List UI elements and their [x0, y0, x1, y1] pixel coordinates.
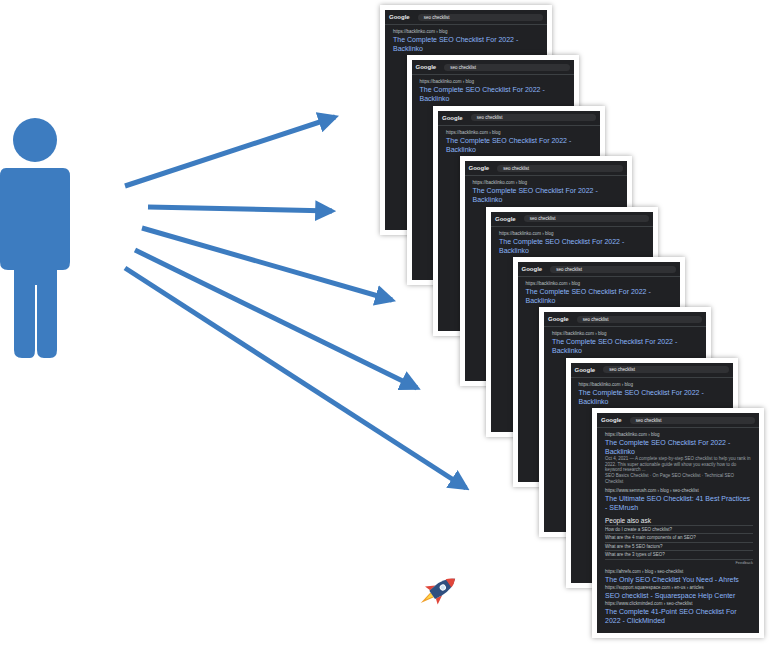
result-title: The Complete SEO Checklist For 2022 - Ba… [446, 136, 594, 154]
search-header: Google seo checklist [412, 60, 574, 75]
result-title: The Complete SEO Checklist For 2022 - Ba… [420, 85, 568, 103]
result-url: https://backlinko.com › blog [473, 180, 621, 186]
sitelinks: SEO Basics Checklist · On Page SEO Check… [605, 473, 753, 485]
search-header: Google seo checklist [438, 111, 600, 126]
result-title: The Complete SEO Checklist For 2022 - Ba… [499, 237, 647, 255]
results-body: https://backlinko.com › blogThe Complete… [412, 75, 574, 105]
result-snippet: Oct 4, 2021 — A complete step-by-step SE… [605, 456, 753, 473]
result-title: The Complete SEO Checklist For 2022 - Ba… [526, 287, 674, 305]
result-url: https://backlinko.com › blog [446, 130, 594, 136]
results-body: https://backlinko.com › blogThe Complete… [491, 227, 653, 257]
search-header: Google seo checklist [465, 161, 627, 176]
search-logo: Google [469, 165, 490, 171]
result-url: https://backlinko.com › blog [393, 29, 541, 35]
search-logo: Google [601, 417, 622, 423]
result-title: SEO checklist - Squarespace Help Center [605, 591, 753, 600]
section-heading: People also ask [605, 516, 753, 525]
search-header: Google seo checklist [491, 212, 653, 227]
result-title: The Complete SEO Checklist For 2022 - Ba… [579, 388, 727, 406]
result-url: https://backlinko.com › blog [420, 79, 568, 85]
question-row: How do I create a SEO checklist? [605, 525, 753, 534]
result-title: The Ultimate SEO Checklist: 41 Best Prac… [605, 494, 753, 512]
search-result-screenshot: Google seo checklist https://backlinko.com… [592, 408, 764, 638]
person-icon [0, 118, 70, 358]
result-url: https://www.clickminded.com › seo-checkl… [605, 601, 753, 607]
results-body: https://backlinko.com › blogThe Complete… [571, 378, 733, 408]
result-title: The Complete SEO Checklist For 2022 - Ba… [552, 337, 700, 355]
search-query: seo checklist [603, 366, 728, 373]
search-logo: Google [416, 64, 437, 70]
result-url: https://backlinko.com › blog [499, 231, 647, 237]
rocket-icon [414, 570, 461, 612]
search-query: seo checklist [418, 14, 543, 21]
results-body: https://backlinko.com › blogThe Complete… [597, 428, 759, 627]
result-url: https://backlinko.com › blog [526, 281, 674, 287]
search-query: seo checklist [524, 215, 649, 222]
question-row: What are the 4 main components of an SEO… [605, 533, 753, 542]
results-body: https://backlinko.com › blogThe Complete… [438, 126, 600, 156]
result-url: https://ahrefs.com › blog › seo-checklis… [605, 569, 753, 575]
question-row: What are the 3 types of SEO? [605, 550, 753, 559]
search-logo: Google [495, 216, 516, 222]
search-header: Google seo checklist [544, 312, 706, 327]
search-logo: Google [442, 115, 463, 121]
search-header: Google seo checklist [597, 413, 759, 428]
search-logo: Google [575, 367, 596, 373]
results-body: https://backlinko.com › blogThe Complete… [544, 327, 706, 357]
results-body: https://backlinko.com › blogThe Complete… [465, 176, 627, 206]
search-logo: Google [548, 316, 569, 322]
search-header: Google seo checklist [518, 262, 680, 277]
result-url: https://backlinko.com › blog [605, 432, 753, 438]
result-url: https://backlinko.com › blog [579, 382, 727, 388]
question-row: What are the 5 SEO factors? [605, 542, 753, 551]
search-query: seo checklist [577, 316, 702, 323]
result-url: https://www.semrush.com › blog › seo-che… [605, 488, 753, 494]
result-title: The Complete SEO Checklist For 2022 - Ba… [605, 438, 753, 456]
search-query: seo checklist [471, 114, 596, 121]
result-url: https://support.squarespace.com › en-us … [605, 585, 753, 591]
result-url: https://backlinko.com › blog [552, 331, 700, 337]
result-title: The Only SEO Checklist You Need - Ahrefs [605, 575, 753, 584]
search-header: Google seo checklist [571, 363, 733, 378]
search-query: seo checklist [444, 64, 569, 71]
search-query: seo checklist [630, 417, 755, 424]
search-query: seo checklist [550, 266, 675, 273]
results-body: https://backlinko.com › blogThe Complete… [385, 25, 547, 55]
feedback-link: Feedback [605, 559, 753, 566]
results-body: https://backlinko.com › blogThe Complete… [518, 277, 680, 307]
search-logo: Google [389, 14, 410, 20]
search-query: seo checklist [497, 165, 622, 172]
result-title: The Complete 41-Point SEO Checklist For … [605, 607, 753, 625]
result-title: The Complete SEO Checklist For 2022 - Ba… [393, 35, 541, 53]
result-title: The Complete SEO Checklist For 2022 - Ba… [473, 186, 621, 204]
search-logo: Google [522, 266, 543, 272]
search-header: Google seo checklist [385, 10, 547, 25]
